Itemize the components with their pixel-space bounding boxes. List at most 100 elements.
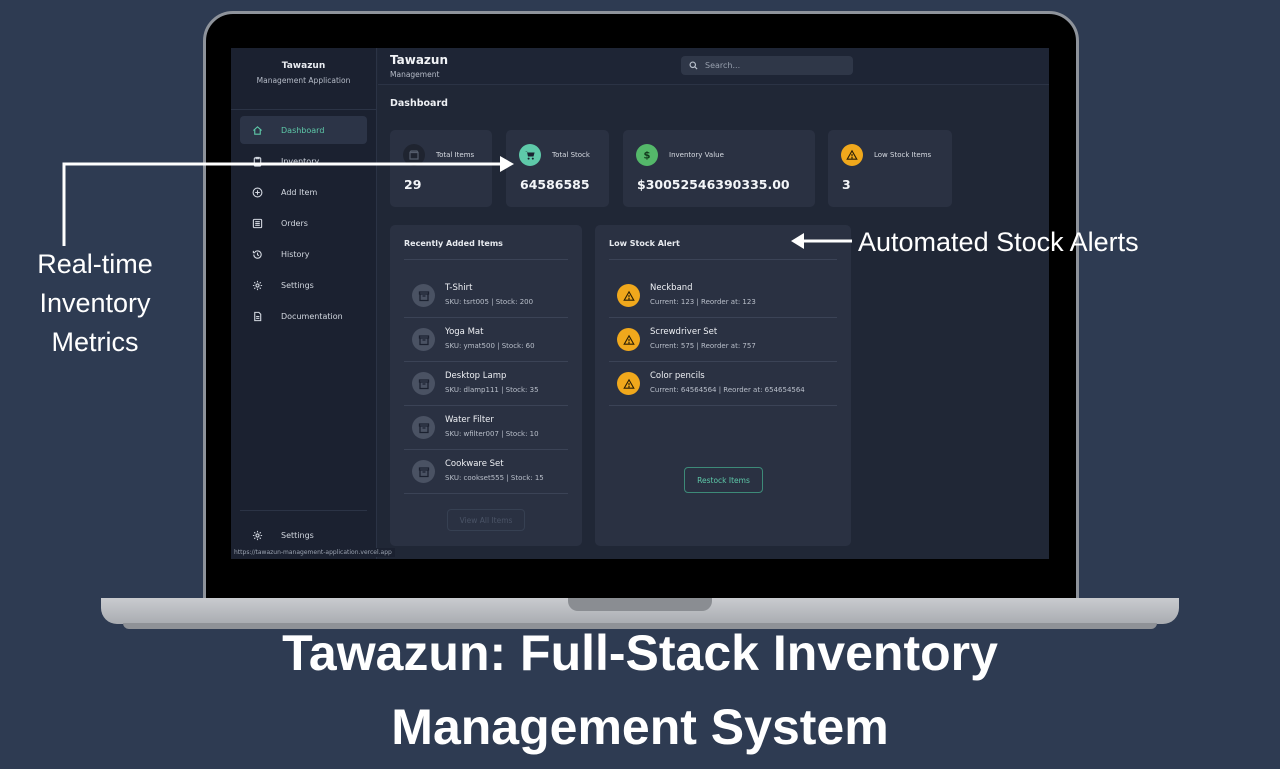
page-title: Dashboard: [390, 98, 448, 109]
divider: [404, 259, 568, 260]
status-url: https://tawazun-management-application.v…: [231, 548, 395, 557]
list-item[interactable]: Water Filter SKU: wfilter007 | Stock: 10: [404, 406, 568, 450]
sidebar-header: Tawazun Management Application: [231, 48, 376, 110]
low-stock-alert-panel: Low Stock Alert Neckband Current: 123 | …: [595, 225, 851, 546]
annotation-line: Inventory: [39, 288, 151, 318]
warning-icon: [617, 284, 640, 307]
box-icon: [412, 416, 435, 439]
search-placeholder: Search...: [705, 61, 741, 70]
sidebar-item-documentation[interactable]: Documentation: [240, 302, 367, 330]
document-icon: [254, 311, 262, 321]
sidebar-title: Tawazun: [281, 61, 326, 71]
dollar-icon: $: [636, 144, 658, 166]
stat-value: 29: [404, 177, 422, 192]
stat-value: 64586585: [520, 177, 590, 192]
recently-added-panel: Recently Added Items T-Shirt SKU: tsrt00…: [390, 225, 582, 546]
annotation-realtime-metrics: Real-time Inventory Metrics: [20, 245, 170, 362]
warning-icon: [617, 328, 640, 351]
box-icon: [412, 460, 435, 483]
item-name: Color pencils: [650, 371, 705, 381]
stat-label: Total Items: [436, 151, 475, 159]
panel-title: Recently Added Items: [404, 239, 503, 248]
sidebar-item-label: Inventory: [281, 156, 320, 166]
sidebar-bottom-settings[interactable]: Settings: [240, 521, 367, 549]
gear-icon: [252, 280, 263, 290]
stat-label: Total Stock: [552, 151, 590, 159]
item-details: SKU: dlamp111 | Stock: 35: [445, 386, 539, 394]
item-name: Water Filter: [445, 415, 494, 425]
annotation-stock-alerts: Automated Stock Alerts: [858, 227, 1139, 257]
sidebar-item-label: Orders: [281, 218, 308, 228]
restock-items-button[interactable]: Restock Items: [684, 467, 763, 493]
plus-circle-icon: [252, 187, 263, 197]
annotation-line: Real-time: [37, 249, 153, 279]
annotation-line: Metrics: [51, 327, 139, 357]
clipboard-icon: [253, 156, 262, 167]
sidebar-item-label: Settings: [281, 280, 314, 290]
item-name: Desktop Lamp: [445, 371, 507, 381]
panel-title: Low Stock Alert: [609, 239, 680, 248]
stat-label: Low Stock Items: [874, 151, 932, 159]
item-details: Current: 64564564 | Reorder at: 65465456…: [650, 386, 805, 394]
box-icon: [412, 328, 435, 351]
list-item[interactable]: T-Shirt SKU: tsrt005 | Stock: 200: [404, 274, 568, 318]
cart-icon: [519, 144, 541, 166]
sidebar-item-add-item[interactable]: Add Item: [240, 178, 367, 206]
svg-text:$: $: [644, 151, 651, 161]
box-icon: [412, 372, 435, 395]
item-details: Current: 575 | Reorder at: 757: [650, 342, 756, 350]
item-name: Cookware Set: [445, 459, 504, 469]
list-item[interactable]: Neckband Current: 123 | Reorder at: 123: [609, 274, 837, 318]
sidebar-subtitle: Management Application: [256, 76, 351, 85]
item-name: Neckband: [650, 283, 693, 293]
view-all-items-button[interactable]: View All Items: [447, 509, 525, 531]
laptop-notch: [568, 598, 712, 611]
sidebar-item-label: History: [281, 249, 310, 259]
headline-line-1: Tawazun: Full-Stack Inventory: [282, 625, 998, 681]
sidebar-item-label: Settings: [281, 530, 314, 540]
list-item[interactable]: Color pencils Current: 64564564 | Reorde…: [609, 362, 837, 406]
headline-line-2: Management System: [391, 699, 889, 755]
item-details: SKU: tsrt005 | Stock: 200: [445, 298, 534, 306]
sidebar-bottom: Settings: [240, 510, 367, 552]
stat-value: 3: [842, 177, 851, 192]
item-details: SKU: cookset555 | Stock: 15: [445, 474, 544, 482]
list-item[interactable]: Cookware Set SKU: cookset555 | Stock: 15: [404, 450, 568, 494]
sidebar-item-orders[interactable]: Orders: [240, 209, 367, 237]
item-details: SKU: wfilter007 | Stock: 10: [445, 430, 539, 438]
stat-card-total-stock: Total Stock 64586585: [506, 130, 609, 207]
header-subtitle: Management: [390, 70, 440, 79]
warning-icon: [617, 372, 640, 395]
list-item[interactable]: Screwdriver Set Current: 575 | Reorder a…: [609, 318, 837, 362]
app-screen: Tawazun Management Application Dashboard…: [231, 48, 1049, 559]
list-item[interactable]: Yoga Mat SKU: ymat500 | Stock: 60: [404, 318, 568, 362]
topbar: Tawazun Management Search...: [378, 48, 1049, 85]
box-icon: [403, 144, 425, 166]
gear-icon: [252, 530, 263, 540]
list-icon: [252, 218, 263, 228]
home-icon: [253, 125, 262, 135]
history-icon: [252, 249, 262, 259]
sidebar-item-dashboard[interactable]: Dashboard: [240, 116, 367, 144]
item-name: T-Shirt: [445, 283, 473, 293]
item-name: Screwdriver Set: [650, 327, 718, 337]
sidebar: Tawazun Management Application Dashboard…: [231, 48, 377, 559]
list-item[interactable]: Desktop Lamp SKU: dlamp111 | Stock: 35: [404, 362, 568, 406]
item-details: Current: 123 | Reorder at: 123: [650, 298, 756, 306]
stat-card-low-stock: Low Stock Items 3: [828, 130, 952, 207]
sidebar-item-label: Add Item: [281, 187, 318, 197]
stat-label: Inventory Value: [669, 151, 724, 159]
sidebar-item-settings[interactable]: Settings: [240, 271, 367, 299]
item-details: SKU: ymat500 | Stock: 60: [445, 342, 535, 350]
stat-value: $30052546390335.00: [637, 177, 790, 192]
search-input[interactable]: Search...: [681, 56, 853, 75]
warning-icon: [841, 144, 863, 166]
header-title: Tawazun: [390, 53, 448, 67]
sidebar-item-label: Dashboard: [281, 125, 325, 135]
sidebar-item-inventory[interactable]: Inventory: [240, 147, 367, 175]
sidebar-item-label: Documentation: [281, 311, 343, 321]
sidebar-nav: Dashboard Inventory Add Item Orders Hist…: [231, 110, 376, 339]
divider: [609, 259, 837, 260]
stat-card-total-items: Total Items 29: [390, 130, 492, 207]
sidebar-item-history[interactable]: History: [240, 240, 367, 268]
